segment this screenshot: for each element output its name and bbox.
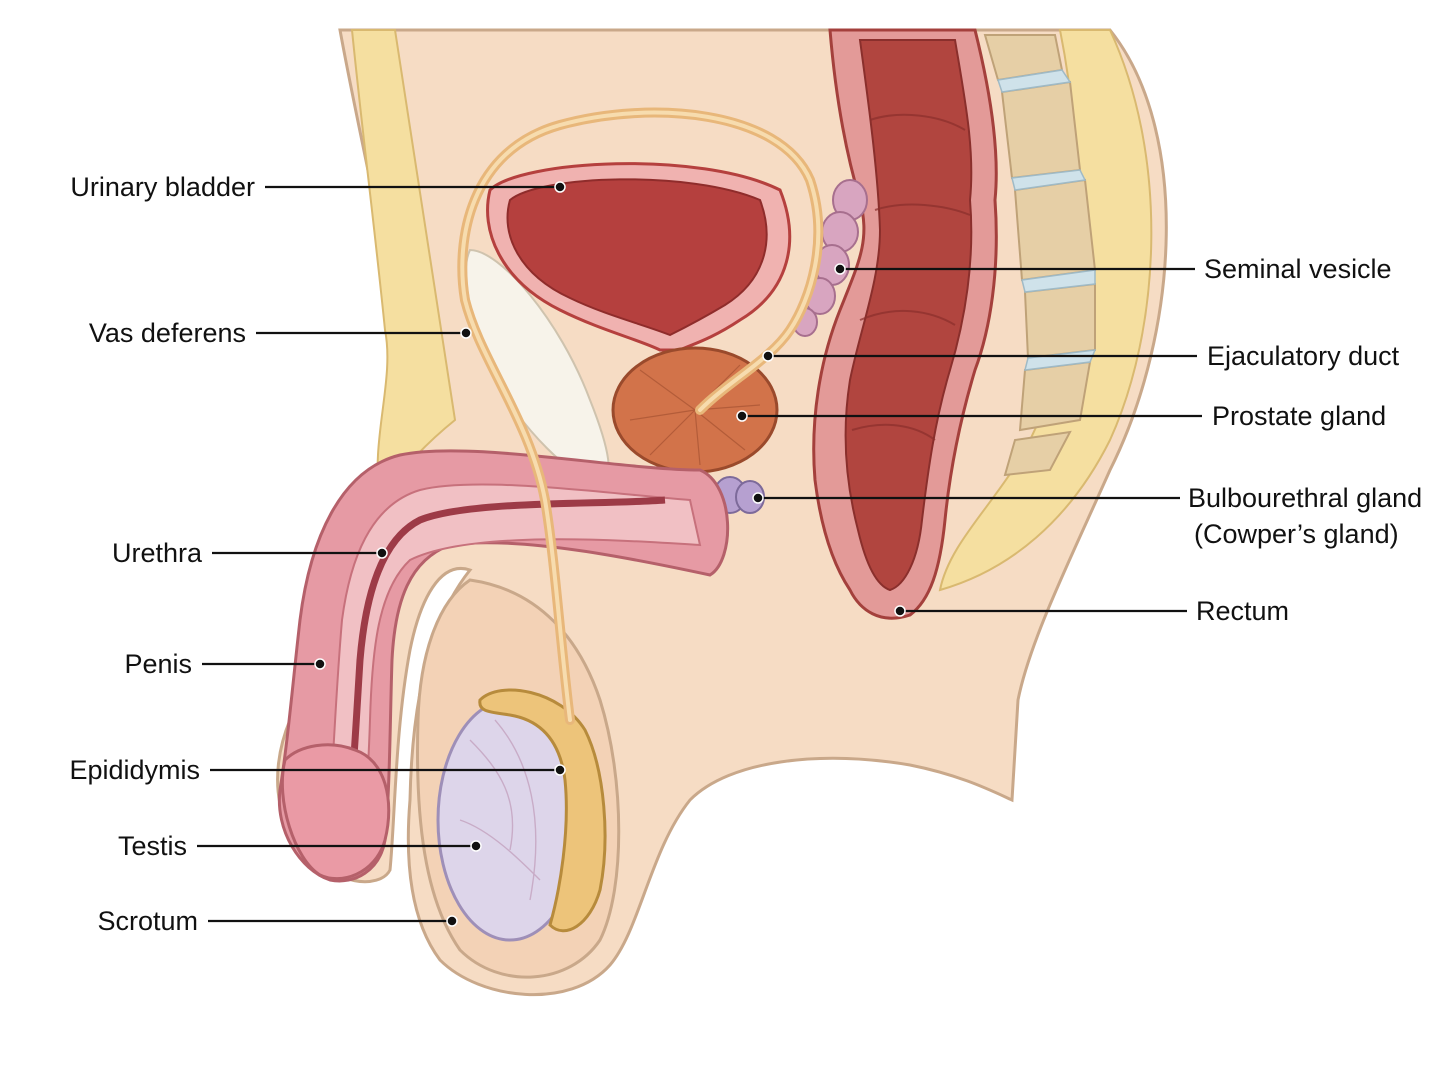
pointer-dot	[752, 492, 764, 504]
rectum-folds	[851, 113, 971, 441]
svg-text:Epididymis: Epididymis	[69, 755, 200, 785]
pointer-dot	[446, 915, 458, 927]
pointer-dot	[314, 658, 326, 670]
svg-text:Vas deferens: Vas deferens	[89, 318, 246, 348]
label-rectum: Rectum	[894, 596, 1289, 626]
label-vas-deferens: Vas deferens	[89, 318, 472, 348]
pointer-dot	[554, 181, 566, 193]
pointer-dot	[736, 410, 748, 422]
label-urethra: Urethra	[112, 538, 388, 568]
label-bulbourethral-gland: Bulbourethral gland (Cowper’s gland)	[752, 483, 1422, 549]
pointer-dot	[460, 327, 472, 339]
label-urinary-bladder: Urinary bladder	[70, 172, 566, 202]
label-penis: Penis	[124, 649, 326, 679]
pointer-dot	[762, 350, 774, 362]
svg-text:Urinary bladder: Urinary bladder	[70, 172, 255, 202]
testis-veins	[459, 719, 541, 901]
svg-text:Rectum: Rectum	[1196, 596, 1289, 626]
svg-text:Ejaculatory duct: Ejaculatory duct	[1207, 341, 1400, 371]
pointer-dot	[376, 547, 388, 559]
label-testis: Testis	[118, 831, 482, 861]
label-epididymis: Epididymis	[69, 755, 566, 785]
svg-text:Penis: Penis	[124, 649, 192, 679]
pointer-dot	[894, 605, 906, 617]
glans	[280, 743, 391, 881]
svg-text:Testis: Testis	[118, 831, 187, 861]
svg-text:(Cowper’s gland): (Cowper’s gland)	[1194, 519, 1399, 549]
epididymis	[478, 688, 607, 933]
vas-deferens-core	[460, 110, 821, 722]
pointer-dot	[554, 764, 566, 776]
svg-text:Urethra: Urethra	[112, 538, 203, 568]
label-ejaculatory-duct: Ejaculatory duct	[762, 341, 1400, 371]
bladder-lumen	[506, 178, 768, 337]
svg-text:Prostate gland: Prostate gland	[1212, 401, 1386, 431]
rectum-lumen	[844, 39, 973, 592]
svg-text:Scrotum: Scrotum	[97, 906, 198, 936]
pointer-dot	[470, 840, 482, 852]
svg-text:Bulbourethral gland: Bulbourethral gland	[1188, 483, 1422, 513]
svg-text:Seminal vesicle: Seminal vesicle	[1204, 254, 1392, 284]
pointer-dot	[834, 263, 846, 275]
label-seminal-vesicle: Seminal vesicle	[834, 254, 1392, 284]
vertebrae	[983, 34, 1097, 477]
label-prostate-gland: Prostate gland	[736, 401, 1386, 431]
label-scrotum: Scrotum	[97, 906, 458, 936]
